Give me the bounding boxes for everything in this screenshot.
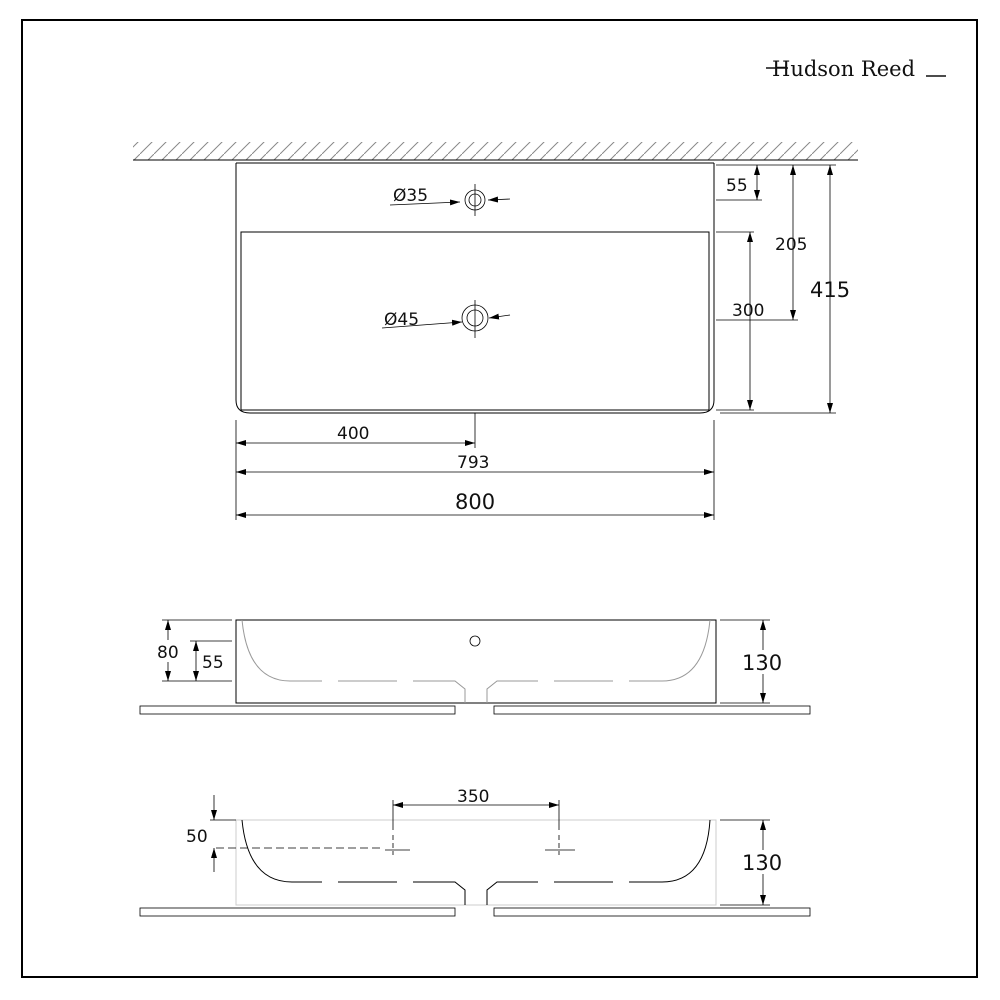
tap-hole-label: Ø35 (393, 186, 428, 206)
dim-50: 50 (186, 827, 208, 847)
dim-793: 793 (457, 453, 489, 473)
drawing-frame (21, 19, 978, 978)
wall (133, 142, 858, 161)
waste-hole-icon (381, 300, 511, 338)
dim-415: 415 (810, 278, 850, 302)
dim-800: 800 (455, 490, 495, 514)
dim-350: 350 (457, 787, 489, 807)
dim-130-front: 130 (742, 651, 782, 675)
dim-55-front: 55 (202, 653, 224, 673)
front-view: 80 55 130 (139, 619, 811, 715)
tap-hole-icon (389, 184, 511, 216)
brand-logo: Hudson Reed (766, 57, 946, 81)
top-view: Ø35 Ø45 55 205 300 415 400 793 800 (235, 162, 850, 520)
dim-300: 300 (732, 301, 764, 321)
waste-hole-label: Ø45 (384, 310, 419, 330)
section-view: 350 50 130 (139, 787, 811, 917)
dim-55: 55 (726, 176, 748, 196)
dim-400: 400 (337, 424, 369, 444)
dim-130-section: 130 (742, 851, 782, 875)
dim-80: 80 (157, 643, 179, 663)
svg-text:Hudson Reed: Hudson Reed (772, 57, 915, 81)
dim-205: 205 (775, 235, 807, 255)
